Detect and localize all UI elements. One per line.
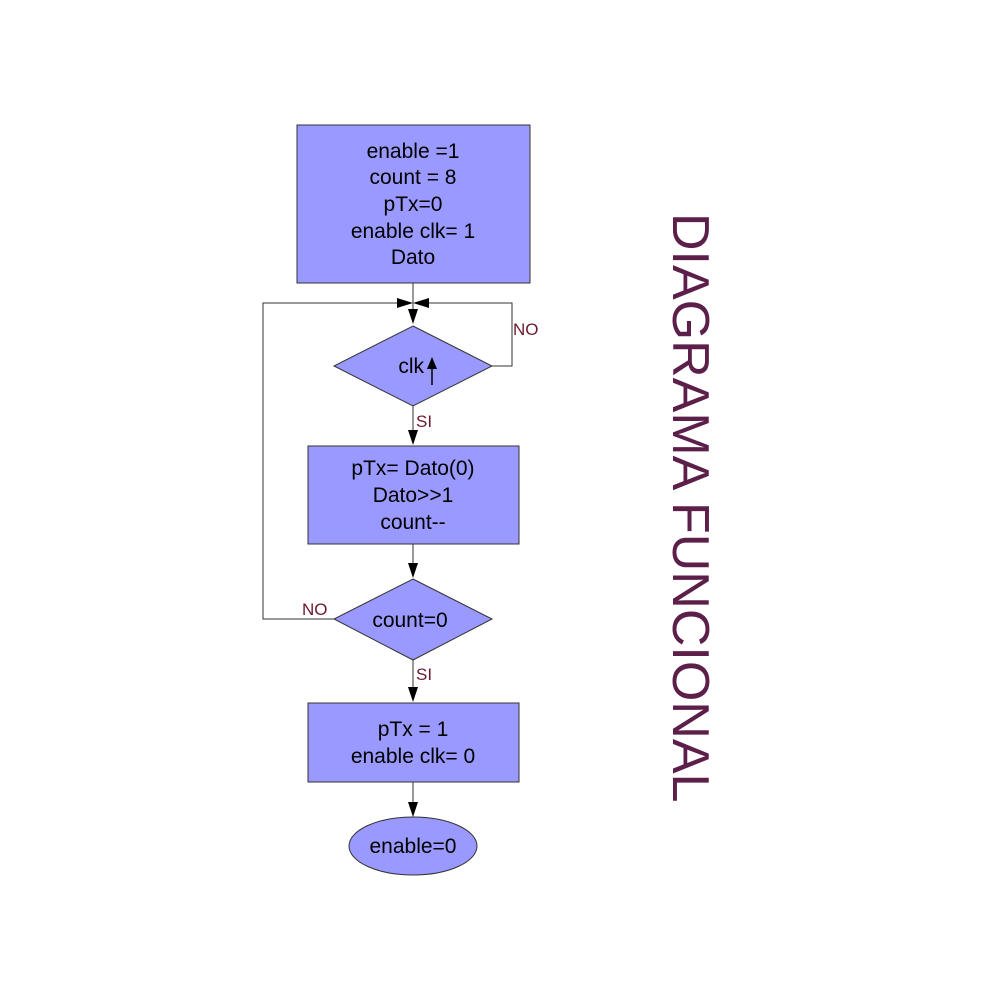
end-label: enable=0 (369, 835, 456, 858)
init-process-box: enable =1 count = 8 pTx=0 enable clk= 1 … (296, 124, 531, 284)
arrowheads (397, 298, 429, 817)
shift-process-box: pTx= Dato(0) Dato>>1 count-- (307, 445, 520, 545)
init-line-1: enable =1 (367, 140, 460, 163)
edge-label-count-si: SI (416, 665, 432, 684)
init-line-2: count = 8 (370, 166, 457, 189)
arrowhead-junction-left (397, 298, 413, 308)
arrowhead-to-shift (408, 430, 418, 445)
edge-label-clk-si: SI (416, 412, 432, 431)
edge-label-count-no: NO (302, 600, 328, 619)
count-decision-label: count=0 (372, 609, 447, 632)
arrowhead-to-clk (408, 309, 418, 324)
arrowhead-to-finish (408, 687, 418, 702)
finish-line-1: pTx = 1 (378, 718, 449, 741)
arrowhead-to-count (408, 563, 418, 578)
shift-line-3: count-- (380, 511, 445, 534)
edge-clk-no-loop (429, 302, 513, 367)
init-line-5: Dato (391, 246, 435, 269)
rising-edge-arrow-icon (427, 357, 437, 385)
diagram-title: DIAGRAMA FUNCIONAL (661, 213, 719, 802)
init-line-4: enable clk= 1 (351, 220, 475, 243)
arrowhead-to-end (408, 802, 418, 817)
end-terminator: enable=0 (348, 816, 478, 876)
clk-decision-diamond: clk (332, 325, 494, 407)
edge-count-no-loop (262, 302, 397, 620)
shift-line-2: Dato>>1 (373, 484, 454, 507)
init-line-3: pTx=0 (384, 193, 443, 216)
finish-line-2: enable clk= 0 (351, 745, 475, 768)
connectors (262, 283, 513, 815)
arrowhead-junction-right (413, 298, 429, 308)
finish-process-box: pTx = 1 enable clk= 0 (307, 702, 520, 783)
clk-decision-label: clk (398, 355, 424, 378)
shift-line-1: pTx= Dato(0) (351, 457, 474, 480)
edge-label-clk-no: NO (513, 320, 539, 339)
count-decision-diamond: count=0 (332, 578, 494, 661)
